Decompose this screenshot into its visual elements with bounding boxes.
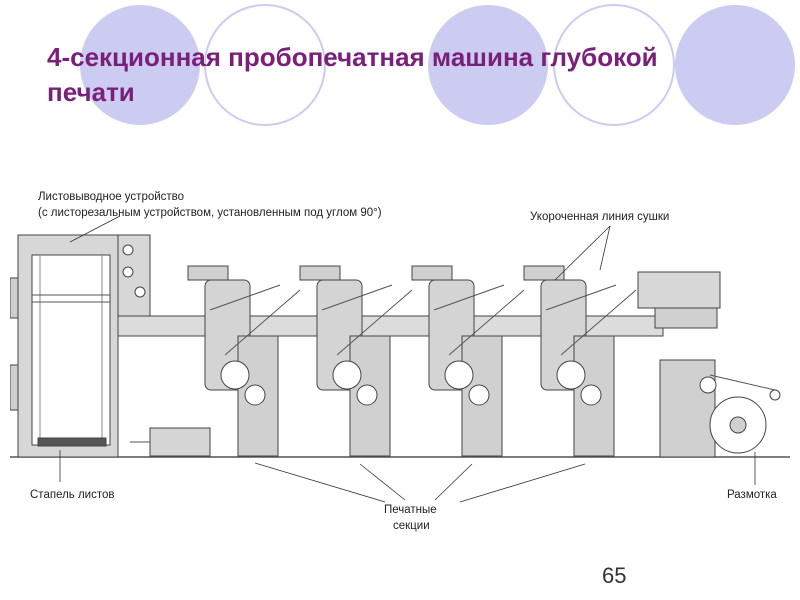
print-section — [316, 279, 413, 457]
print-section — [540, 279, 637, 457]
sheet-delivery-label: Листовыводное устройство — [38, 191, 184, 203]
sheet-delivery-unit — [10, 234, 151, 458]
unwind-label: Размотка — [727, 489, 777, 501]
deco-circle — [553, 4, 675, 126]
print-section — [428, 279, 525, 457]
dryer-duct — [523, 265, 565, 281]
printing-machine-diagram: Листовыводное устройство (с листорезальн… — [10, 191, 790, 532]
print-section — [204, 279, 301, 457]
drive-motor — [149, 427, 211, 457]
deco-circle — [675, 5, 795, 125]
print-sections-label-line2: секции — [393, 520, 430, 532]
leader-lines — [59, 215, 756, 503]
deco-circle — [428, 5, 548, 125]
print-sections-label-line1: Печатные — [384, 504, 437, 516]
dryer-duct — [299, 265, 341, 281]
page-number: 65 — [602, 563, 627, 588]
pile-label: Стапель листов — [30, 489, 115, 501]
dryer-duct — [411, 265, 453, 281]
header-decoration — [80, 4, 795, 126]
deco-circle — [80, 5, 200, 125]
sheet-delivery-note: (с листорезальным устройством, установле… — [38, 207, 382, 219]
slide-title: 4-секционная пробопечатная машина глубок… — [47, 42, 658, 107]
unwind-unit — [637, 271, 781, 458]
dryer-duct — [187, 265, 229, 281]
dryer-label: Укороченная линия сушки — [530, 211, 669, 223]
deco-circle — [204, 4, 326, 126]
